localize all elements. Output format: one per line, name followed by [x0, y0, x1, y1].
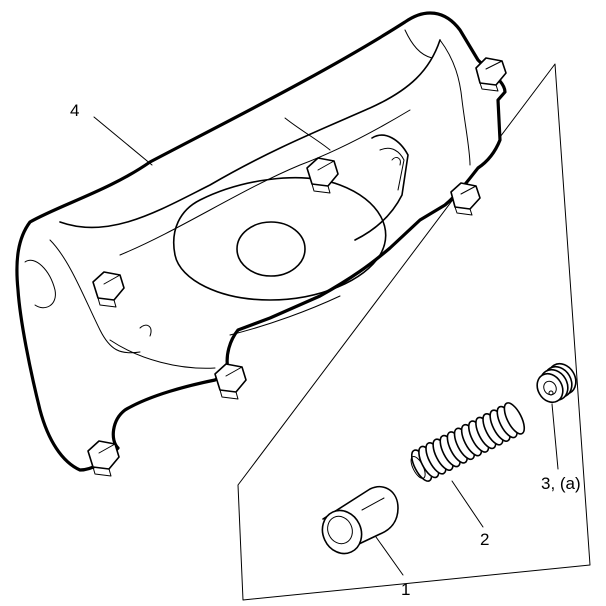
- leader-line-4: [93, 116, 153, 166]
- housing-top-pocket: [404, 29, 433, 59]
- housing-rib-inner: [379, 147, 405, 191]
- housing-outline: [15, 11, 507, 472]
- plunger: [321, 485, 399, 555]
- housing-ridge-2: [119, 109, 411, 256]
- exploded-view-frame: [237, 63, 591, 601]
- hex-bolt: [214, 363, 247, 400]
- callout-label-3: 3, (a): [541, 474, 581, 493]
- spring: [410, 402, 526, 482]
- housing-left-flange: [24, 259, 56, 309]
- leader-line-3: [551, 403, 559, 470]
- housing-small-hole: [139, 324, 152, 337]
- housing-hidden-edge: [284, 117, 331, 151]
- housing-rib: [354, 134, 409, 241]
- callout-label-1: 1: [401, 580, 410, 599]
- callout-label-4: 4: [70, 101, 79, 120]
- hex-bolt: [92, 271, 125, 308]
- hex-bolt: [475, 57, 507, 92]
- housing-right-detail: [439, 39, 471, 166]
- hex-bolt: [450, 182, 481, 216]
- housing-inner-line: [229, 295, 341, 336]
- hex-bolt: [306, 157, 339, 194]
- callout-label-2: 2: [480, 530, 489, 549]
- housing-lower-edge: [109, 339, 216, 369]
- leader-line-1: [375, 536, 404, 576]
- housing-ridge: [59, 39, 441, 229]
- hex-bolt: [87, 440, 120, 477]
- housing-slot: [391, 157, 401, 166]
- housing-cover: [15, 11, 507, 472]
- housing-bore: [236, 221, 306, 277]
- housing-bolts: [87, 57, 507, 477]
- housing-left-face: [49, 239, 141, 354]
- leader-line-2: [451, 480, 484, 528]
- plug: [536, 362, 577, 404]
